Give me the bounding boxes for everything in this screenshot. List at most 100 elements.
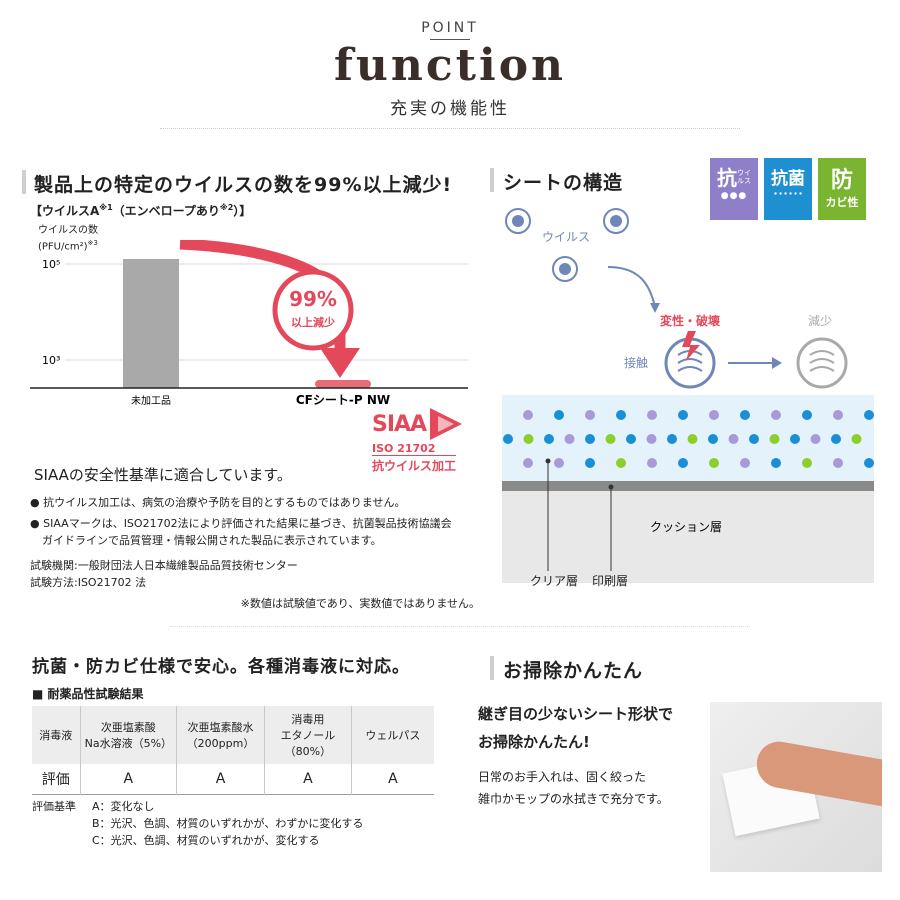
print-dot bbox=[769, 434, 780, 444]
print-dot bbox=[554, 410, 564, 420]
dots-icon: ∙∙∙∙∙∙ bbox=[772, 189, 804, 198]
structure-heading: シートの構造 bbox=[503, 172, 624, 194]
print-dot bbox=[709, 458, 719, 468]
point-label: POINT bbox=[421, 20, 479, 36]
antivirus-badge-sub: ウイ ルス bbox=[737, 168, 751, 185]
print-dot bbox=[678, 458, 688, 468]
cleaning-lead-1: 継ぎ目の少ないシート形状で bbox=[478, 705, 674, 723]
print-dot bbox=[771, 458, 781, 468]
cleaning-lead-2: お掃除かんたん! bbox=[478, 733, 590, 751]
category-cf-sheet: CFシート-P NW bbox=[296, 393, 390, 407]
siaa-note-3: ガイドラインで品質管理・情報公開された製品に表示されています。 bbox=[42, 534, 382, 548]
print-dot bbox=[544, 434, 554, 444]
print-dot bbox=[708, 434, 718, 444]
lightning-icon bbox=[682, 331, 700, 361]
section-divider bbox=[170, 626, 750, 627]
siaa-notes: ● 抗ウイルス加工は、病気の治療や予防を目的とするものではありません。 ● SI… bbox=[30, 494, 480, 612]
virus-subheading-pre: 【ウイルスA bbox=[30, 204, 100, 218]
ylabel-line1: ウイルスの数 bbox=[38, 225, 98, 236]
row-label: 評価 bbox=[32, 764, 81, 795]
print-dot bbox=[833, 410, 843, 420]
print-dot bbox=[647, 458, 657, 468]
bar-cf-sheet bbox=[315, 380, 371, 388]
destroy-label: 変性・破壊 bbox=[660, 313, 721, 328]
cleaning-body-2: 雑巾かモップの水拭きで充分です。 bbox=[478, 792, 669, 806]
header-ethanol: 消毒用 エタノール （80%） bbox=[264, 706, 352, 764]
print-dot bbox=[740, 458, 750, 468]
structure-diagram: ウイルス 変性・破壊 接触 減少 クッション層 bbox=[502, 208, 874, 583]
virus-subheading: 【ウイルスA※1（エンベロープあり※2）】 bbox=[30, 202, 251, 219]
siaa-iso: ISO 21702 bbox=[372, 442, 436, 455]
print-dot bbox=[616, 458, 626, 468]
print-dot bbox=[790, 434, 800, 444]
siaa-logo: SIAA ISO 21702 抗ウイルス加工 bbox=[372, 406, 472, 474]
contact-label: 接触 bbox=[624, 355, 648, 370]
print-dot bbox=[687, 434, 698, 444]
cleaning-body-1: 日常のお手入れは、固く絞った bbox=[478, 770, 647, 784]
print-dot bbox=[523, 434, 534, 444]
result-cell: A bbox=[80, 764, 178, 795]
ylabel-line2: (PFU/cm²) bbox=[38, 241, 88, 253]
arrow-head bbox=[320, 348, 360, 378]
criteria-list: A：変化なし B：光沢、色調、材質のいずれかが、わずかに変化する C：光沢、色調… bbox=[92, 798, 363, 849]
callout-value: 99% bbox=[289, 287, 337, 311]
header-welpas: ウェルパス bbox=[351, 706, 434, 764]
bar-untreated bbox=[123, 259, 179, 388]
print-dot bbox=[616, 410, 626, 420]
print-dot bbox=[605, 434, 616, 444]
virus-label: ウイルス bbox=[542, 230, 590, 244]
callout-text: 以上減少 bbox=[291, 315, 335, 329]
ylabel-note: ※3 bbox=[87, 239, 98, 247]
print-dots bbox=[503, 410, 874, 468]
siaa-note-2: SIAAマークは、ISO21702法により評価された結果に基づき、抗菌製品技術協… bbox=[43, 517, 452, 531]
criteria-c: C：光沢、色調、材質のいずれかが、変化する bbox=[92, 834, 320, 847]
virus-icon bbox=[603, 208, 629, 234]
print-dot bbox=[802, 458, 812, 468]
print-dot bbox=[802, 410, 812, 420]
virus-icon bbox=[505, 208, 531, 234]
header-disinfectant: 消毒液 bbox=[32, 706, 81, 764]
category-untreated: 未加工品 bbox=[131, 395, 171, 407]
print-dot bbox=[864, 410, 874, 420]
chemical-heading: 抗菌・防カビ仕様で安心。各種消毒液に対応。 bbox=[32, 657, 410, 677]
header-hypochlorous: 次亜塩素酸水 （200ppm） bbox=[176, 706, 265, 764]
cleaning-lead: 継ぎ目の少ないシート形状で お掃除かんたん! bbox=[478, 700, 673, 756]
cleaning-heading: お掃除かんたん bbox=[503, 660, 644, 682]
siaa-statement: SIAAの安全性基準に適合しています。 bbox=[34, 466, 292, 484]
virus-reduced-icon bbox=[796, 337, 848, 389]
print-dot bbox=[851, 434, 862, 444]
y-axis-label: ウイルスの数 (PFU/cm²)※3 bbox=[38, 224, 98, 253]
antimold-badge: 防 カビ性 bbox=[818, 158, 866, 220]
print-dot bbox=[667, 434, 677, 444]
criteria-label: 評価基準 bbox=[32, 800, 76, 813]
test-org: 試験機関:一般財団法人日本繊維製品品質技術センター bbox=[30, 559, 298, 573]
note-2: ※2 bbox=[219, 203, 234, 212]
curve-arrow bbox=[607, 266, 656, 308]
result-cell: A bbox=[176, 764, 265, 795]
print-dot bbox=[554, 458, 564, 468]
print-dot bbox=[709, 410, 719, 420]
page-subtitle: 充実の機能性 bbox=[390, 99, 510, 119]
result-cell: A bbox=[264, 764, 352, 795]
antibacterial-badge-label: 抗菌 bbox=[771, 169, 805, 189]
criteria-a: A：変化なし bbox=[92, 800, 155, 813]
antimold-badge-main: 防 bbox=[830, 168, 853, 193]
result-cell: A bbox=[388, 771, 398, 787]
criteria-b: B：光沢、色調、材質のいずれかが、わずかに変化する bbox=[92, 817, 364, 830]
antivirus-badge: 抗 ウイ ルス ●●● bbox=[710, 158, 758, 220]
print-dot bbox=[626, 434, 636, 444]
print-dot bbox=[523, 410, 533, 420]
print-dot bbox=[831, 434, 841, 444]
cushion-label: クッション層 bbox=[650, 520, 722, 534]
print-dot bbox=[740, 410, 750, 420]
antibacterial-badge: 抗菌 ∙∙∙∙∙∙ bbox=[764, 158, 812, 220]
siaa-mark-label: 抗ウイルス加工 bbox=[372, 455, 457, 474]
print-dot bbox=[523, 458, 533, 468]
dots-icon: ●●● bbox=[720, 191, 748, 201]
antimold-badge-sub: カビ性 bbox=[825, 196, 859, 209]
table-header-row: 消毒液 次亜塩素酸 Na水溶液（5%） 次亜塩素酸水 （200ppm） 消毒用 … bbox=[32, 706, 434, 764]
print-dot bbox=[678, 410, 688, 420]
print-layer bbox=[502, 481, 874, 491]
siaa-logo-text: SIAA bbox=[372, 411, 427, 437]
table-title: ■ 耐薬品性試験結果 bbox=[32, 687, 144, 701]
